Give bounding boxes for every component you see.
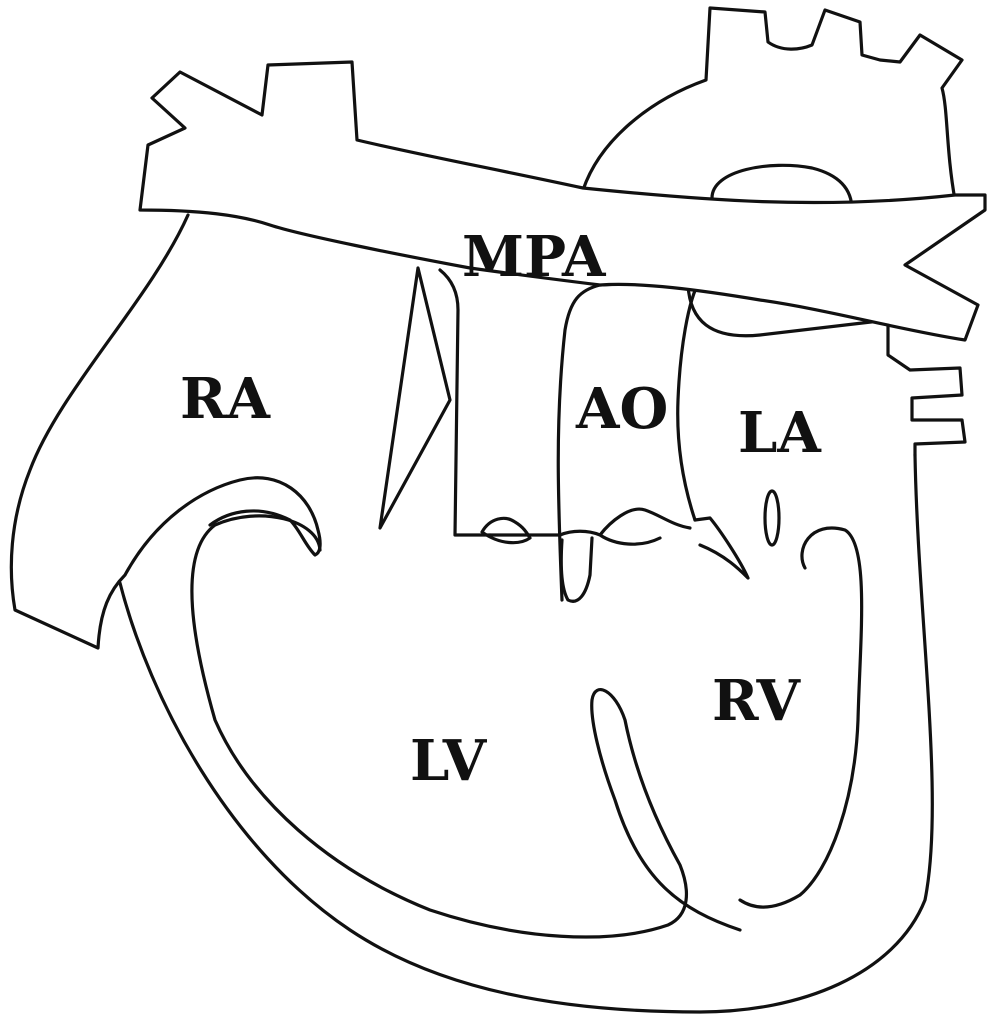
label-rv: RV [712,668,802,734]
mitral-valve-leaflet [693,516,750,580]
left-atrium-outline [686,283,967,457]
label-lv: LV [410,728,488,794]
valve-oval [763,489,781,547]
pulmonary-valve-cusps [480,516,532,545]
label-mpa: MPA [462,224,607,290]
label-ao: AO [575,376,668,442]
aortic-valve-leaflet [559,536,594,603]
aortic-valve-cusps [488,507,692,546]
left-ventricle-inner-wall [190,514,742,939]
label-la: LA [738,400,822,466]
interatrial-septum [378,266,452,530]
aortic-arch-inner [710,163,854,212]
pulmonary-artery-band [138,60,987,342]
label-ra: RA [180,366,272,432]
right-ventricle-inner-wall [738,526,864,909]
right-atrium-outline [9,213,322,650]
ventricle-outer-wall [118,453,934,1014]
aortic-arch-outline [581,6,964,202]
